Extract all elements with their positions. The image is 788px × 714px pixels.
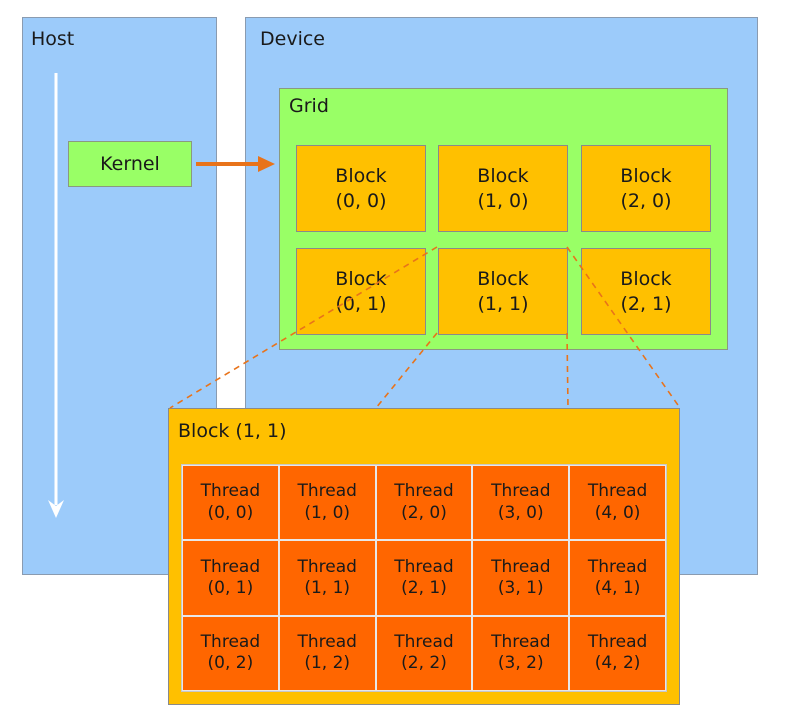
thread-coord: (3, 1) [497,577,544,598]
thread-name: Thread [394,556,454,577]
thread-name: Thread [491,556,551,577]
thread-coord: (4, 0) [594,502,641,523]
thread-cell: Thread(1, 2) [278,615,376,691]
thread-name: Thread [587,632,648,653]
thread-cell: Thread(3, 0) [472,465,570,541]
thread-coord: (1, 2) [304,653,351,674]
thread-grid: Thread(0, 0) Thread(1, 0) Thread(2, 0) T… [181,464,667,692]
grid-block-2-1: Block (2, 1) [581,248,711,335]
block-coord: (1, 1) [477,292,529,315]
thread-coord: (1, 1) [304,577,351,598]
thread-cell: Thread(0, 2) [182,615,279,691]
thread-cell: Thread(2, 0) [375,465,473,541]
grid-block-1-0: Block (1, 0) [438,145,568,232]
thread-coord: (0, 0) [207,502,254,523]
grid-label: Grid [289,95,329,117]
block-coord: (1, 0) [477,189,529,212]
thread-name: Thread [297,632,357,653]
thread-cell: Thread(1, 1) [278,540,376,616]
grid-block-2-0: Block (2, 0) [581,145,711,232]
device-label: Device [260,28,325,50]
thread-cell: Thread(4, 1) [569,540,666,616]
block-coord: (2, 0) [620,189,672,212]
thread-name: Thread [200,481,261,502]
thread-cell: Thread(3, 1) [472,540,570,616]
thread-cell: Thread(4, 0) [569,465,666,541]
thread-coord: (2, 0) [401,502,447,523]
grid-block-0-0: Block (0, 0) [296,145,426,232]
thread-name: Thread [491,632,551,653]
grid-block-0-1: Block (0, 1) [296,248,426,335]
thread-cell: Thread(4, 2) [569,615,666,691]
block-name: Block [620,164,672,187]
block-name: Block [620,267,672,290]
block-name: Block [335,267,387,290]
block-coord: (2, 1) [620,292,672,315]
thread-name: Thread [297,556,357,577]
thread-cell: Thread(1, 0) [278,465,376,541]
thread-coord: (1, 0) [304,502,351,523]
grid-box: Grid Block (0, 0) Block (1, 0) Block (2,… [279,88,728,350]
block-name: Block [477,267,529,290]
block-detail-box: Block (1, 1) Thread(0, 0) Thread(1, 0) T… [168,408,680,705]
thread-cell: Thread(0, 0) [182,465,279,541]
host-label: Host [31,28,75,50]
thread-coord: (3, 2) [497,653,544,674]
thread-name: Thread [587,481,648,502]
thread-name: Thread [491,481,551,502]
thread-coord: (0, 2) [207,653,254,674]
thread-name: Thread [394,632,454,653]
thread-name: Thread [200,556,261,577]
block-detail-label: Block (1, 1) [178,420,287,442]
thread-name: Thread [394,481,454,502]
thread-coord: (4, 2) [594,653,641,674]
thread-coord: (2, 1) [401,577,447,598]
thread-coord: (2, 2) [401,653,447,674]
thread-coord: (0, 1) [207,577,254,598]
kernel-box: Kernel [68,141,192,187]
thread-name: Thread [200,632,261,653]
grid-block-1-1: Block (1, 1) [438,248,568,335]
block-name: Block [335,164,387,187]
thread-coord: (3, 0) [497,502,544,523]
thread-coord: (4, 1) [594,577,641,598]
thread-name: Thread [587,556,648,577]
kernel-label: Kernel [100,153,160,175]
thread-cell: Thread(0, 1) [182,540,279,616]
thread-cell: Thread(3, 2) [472,615,570,691]
thread-name: Thread [297,481,357,502]
block-coord: (0, 0) [335,189,387,212]
thread-cell: Thread(2, 2) [375,615,473,691]
block-name: Block [477,164,529,187]
block-coord: (0, 1) [335,292,387,315]
thread-cell: Thread(2, 1) [375,540,473,616]
